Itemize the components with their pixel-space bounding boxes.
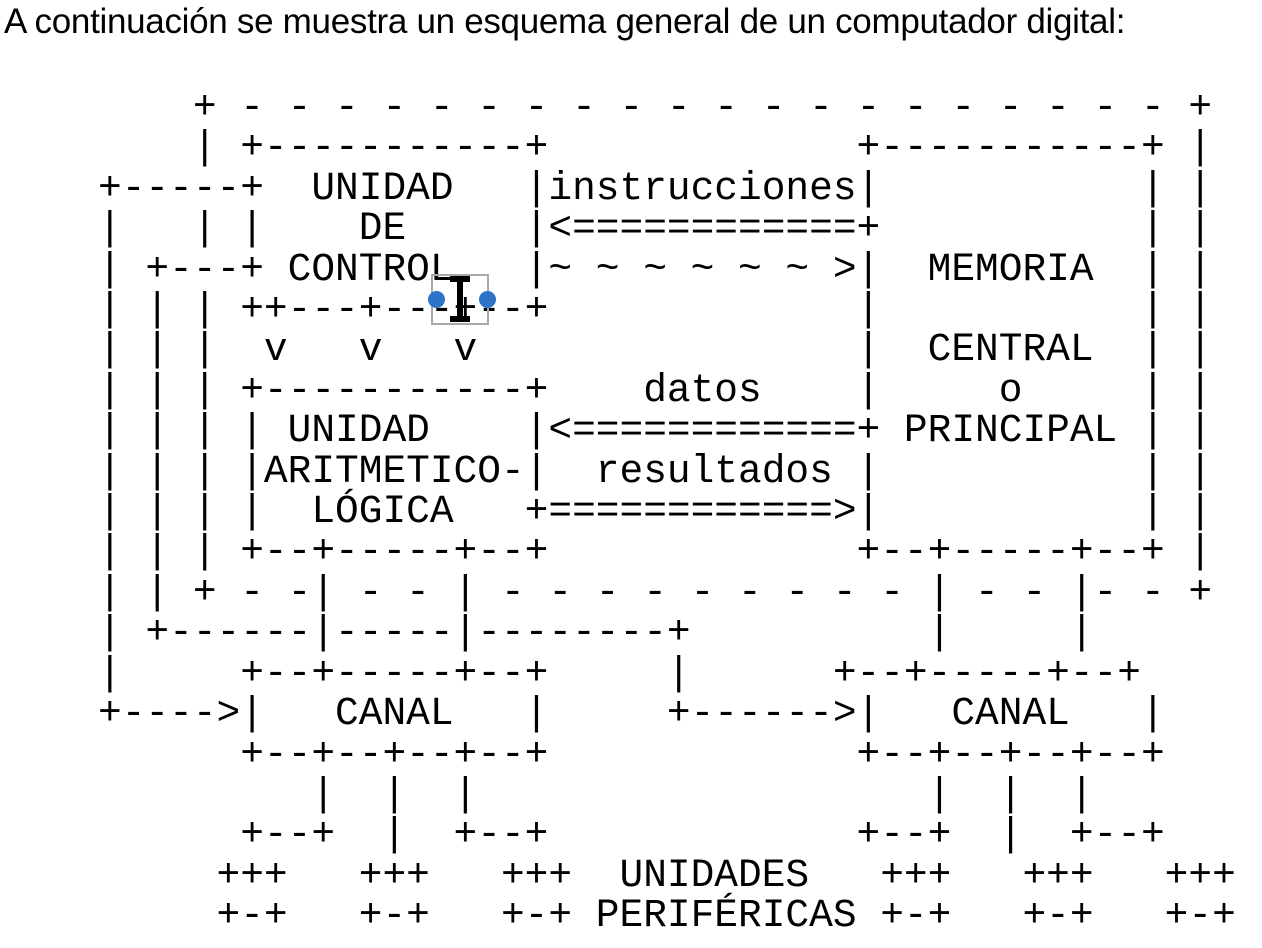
text-caret-icon [450, 276, 470, 322]
selection-handle-left-icon[interactable] [428, 291, 445, 308]
selection-handle-right-icon[interactable] [479, 291, 496, 308]
page-title: A continuación se muestra un esquema gen… [4, 2, 1126, 41]
computer-schematic-ascii-diagram[interactable]: + - - - - - - - - - - - - - - - - - - - … [98, 85, 1236, 939]
